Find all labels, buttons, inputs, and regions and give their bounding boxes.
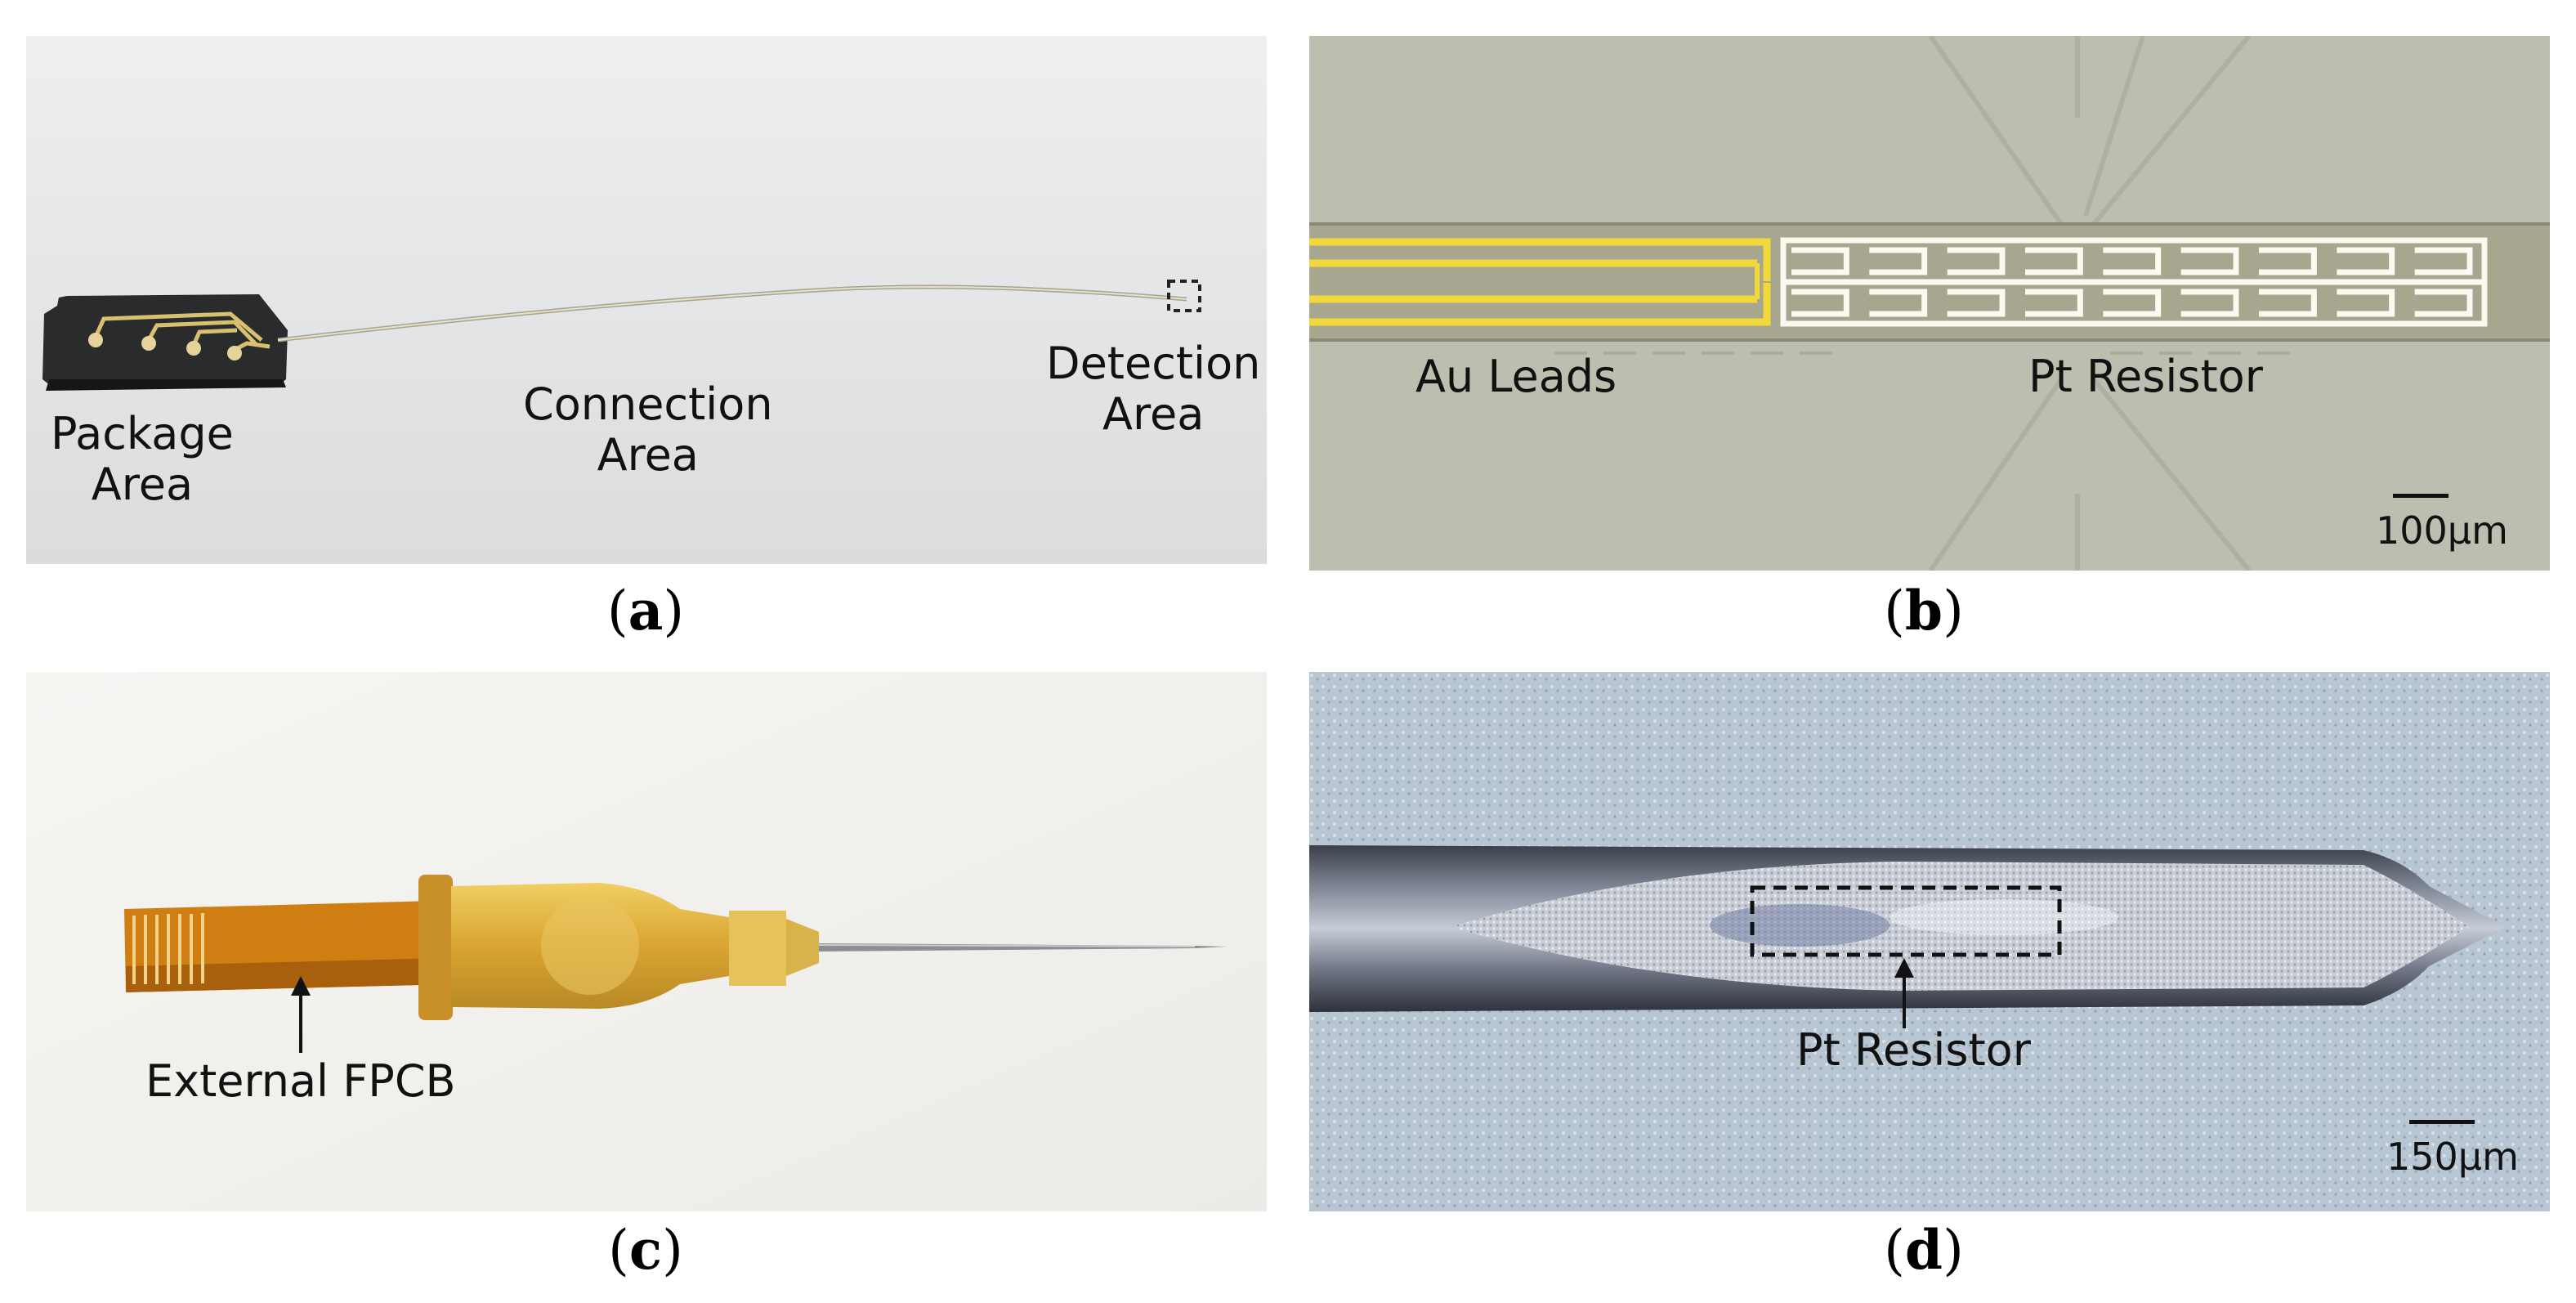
serpentine-loop <box>2103 247 2162 275</box>
panel-a-caption: (a) <box>606 579 685 643</box>
detection-area-label: Detection Area <box>1046 338 1261 441</box>
panel-a-image <box>26 36 1267 564</box>
connection-area-label: Connection Area <box>523 378 773 481</box>
serpentine-loop <box>2414 289 2473 317</box>
panel-a-photo: Package Area Connection Area Detection A… <box>26 36 1267 564</box>
pt-resistor-label: Pt Resistor <box>2028 351 2263 402</box>
serpentine-loop <box>2180 247 2239 275</box>
serpentine-loop <box>2025 247 2083 275</box>
serpentine-loop <box>2180 289 2239 317</box>
serpentine-loop <box>2337 289 2395 317</box>
serpentine-loop <box>2025 289 2083 317</box>
serpentine-loop <box>1947 289 2006 317</box>
serpentine-loop <box>2414 247 2473 275</box>
serpentine-loop <box>1869 247 1928 275</box>
pt-resistor-serpentine <box>1780 237 2488 327</box>
panel-c-caption: (c) <box>608 1218 683 1282</box>
panel-b-image <box>1309 36 2550 571</box>
serpentine-loop <box>1791 289 1849 317</box>
scale-bar-150 <box>2409 1120 2475 1124</box>
detection-dashed-box <box>1167 280 1201 312</box>
needle-hub <box>418 875 819 1020</box>
package-chip <box>42 294 288 391</box>
panel-b-caption: (b) <box>1884 579 1964 643</box>
serpentine-loop <box>2259 289 2317 317</box>
panel-c-photo: External FPCB <box>26 672 1267 1211</box>
serpentine-loop <box>2259 247 2317 275</box>
au-leads-traces <box>1309 238 1771 326</box>
package-area-label: Package Area <box>51 408 234 511</box>
scale-bar-100 <box>2393 494 2449 498</box>
serpentine-loop <box>2337 247 2395 275</box>
au-leads-label: Au Leads <box>1415 351 1617 402</box>
external-fpcb-label: External FPCB <box>145 1055 456 1107</box>
serpentine-loop <box>1791 247 1849 275</box>
panel-d-image <box>1309 672 2550 1211</box>
panel-c-image <box>26 672 1267 1211</box>
pt-resistor-d-label: Pt Resistor <box>1796 1024 2031 1076</box>
serpentine-loop <box>1947 247 2006 275</box>
scale-label-150: 150μm <box>2386 1135 2519 1179</box>
panel-d-caption: (d) <box>1884 1218 1964 1282</box>
panel-d-micrograph: Pt Resistor 150μm <box>1309 672 2550 1211</box>
serpentine-loop <box>1869 289 1928 317</box>
scale-label-100: 100μm <box>2376 508 2508 553</box>
resistor-dashed-box <box>1750 885 2062 957</box>
external-fpcb <box>124 901 451 992</box>
panel-b-micrograph: Au Leads Pt Resistor 100μm <box>1309 36 2550 571</box>
serpentine-loop <box>2103 289 2162 317</box>
